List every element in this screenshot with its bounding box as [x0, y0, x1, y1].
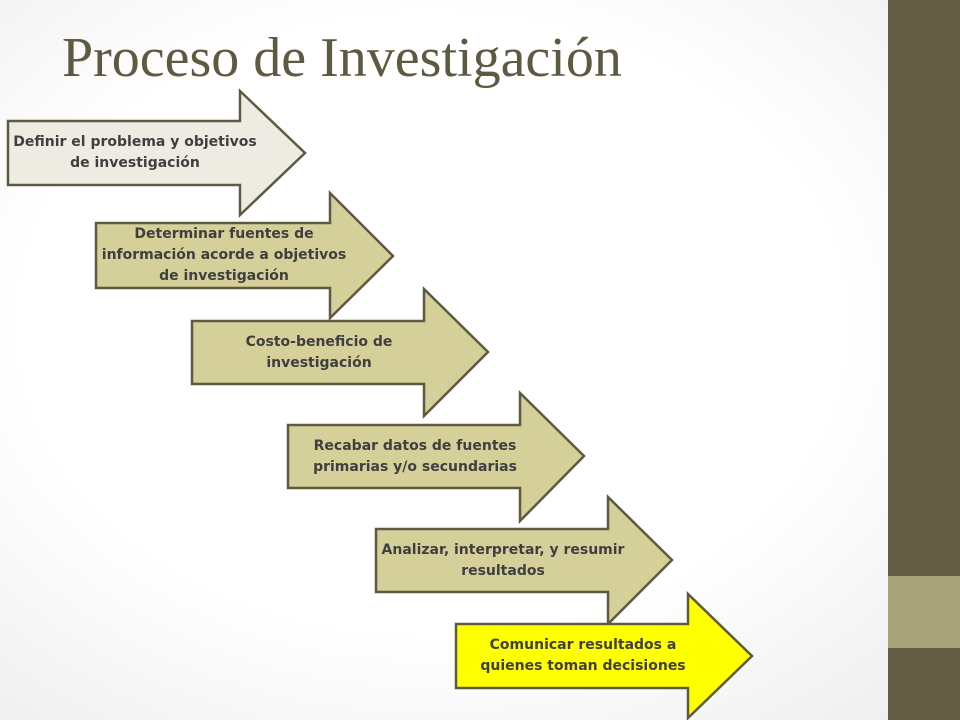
step-3-arrow — [190, 286, 490, 420]
step-2-label: Determinar fuentes de información acorde… — [101, 226, 347, 284]
step-3-label: Costo-beneficio de investigación — [245, 333, 393, 371]
step-5-label: Analizar, interpretar, y resumir resulta… — [381, 541, 625, 579]
step-6-arrow — [454, 591, 754, 720]
step-5-arrow — [374, 494, 674, 628]
step-4-label: Recabar datos de fuentes primarias y/o s… — [313, 437, 517, 475]
slide-title: Proceso de Investigación — [62, 27, 622, 89]
step-6-label: Comunicar resultados a quienes toman dec… — [480, 637, 686, 674]
process-diagram — [6, 88, 754, 720]
step-2-arrow — [94, 189, 395, 321]
step-1-label: Definir el problema y objetivos de inves… — [13, 134, 257, 171]
step-4-arrow — [286, 390, 586, 525]
sidebar-accent-block — [888, 576, 960, 648]
step-1-arrow — [6, 88, 307, 218]
